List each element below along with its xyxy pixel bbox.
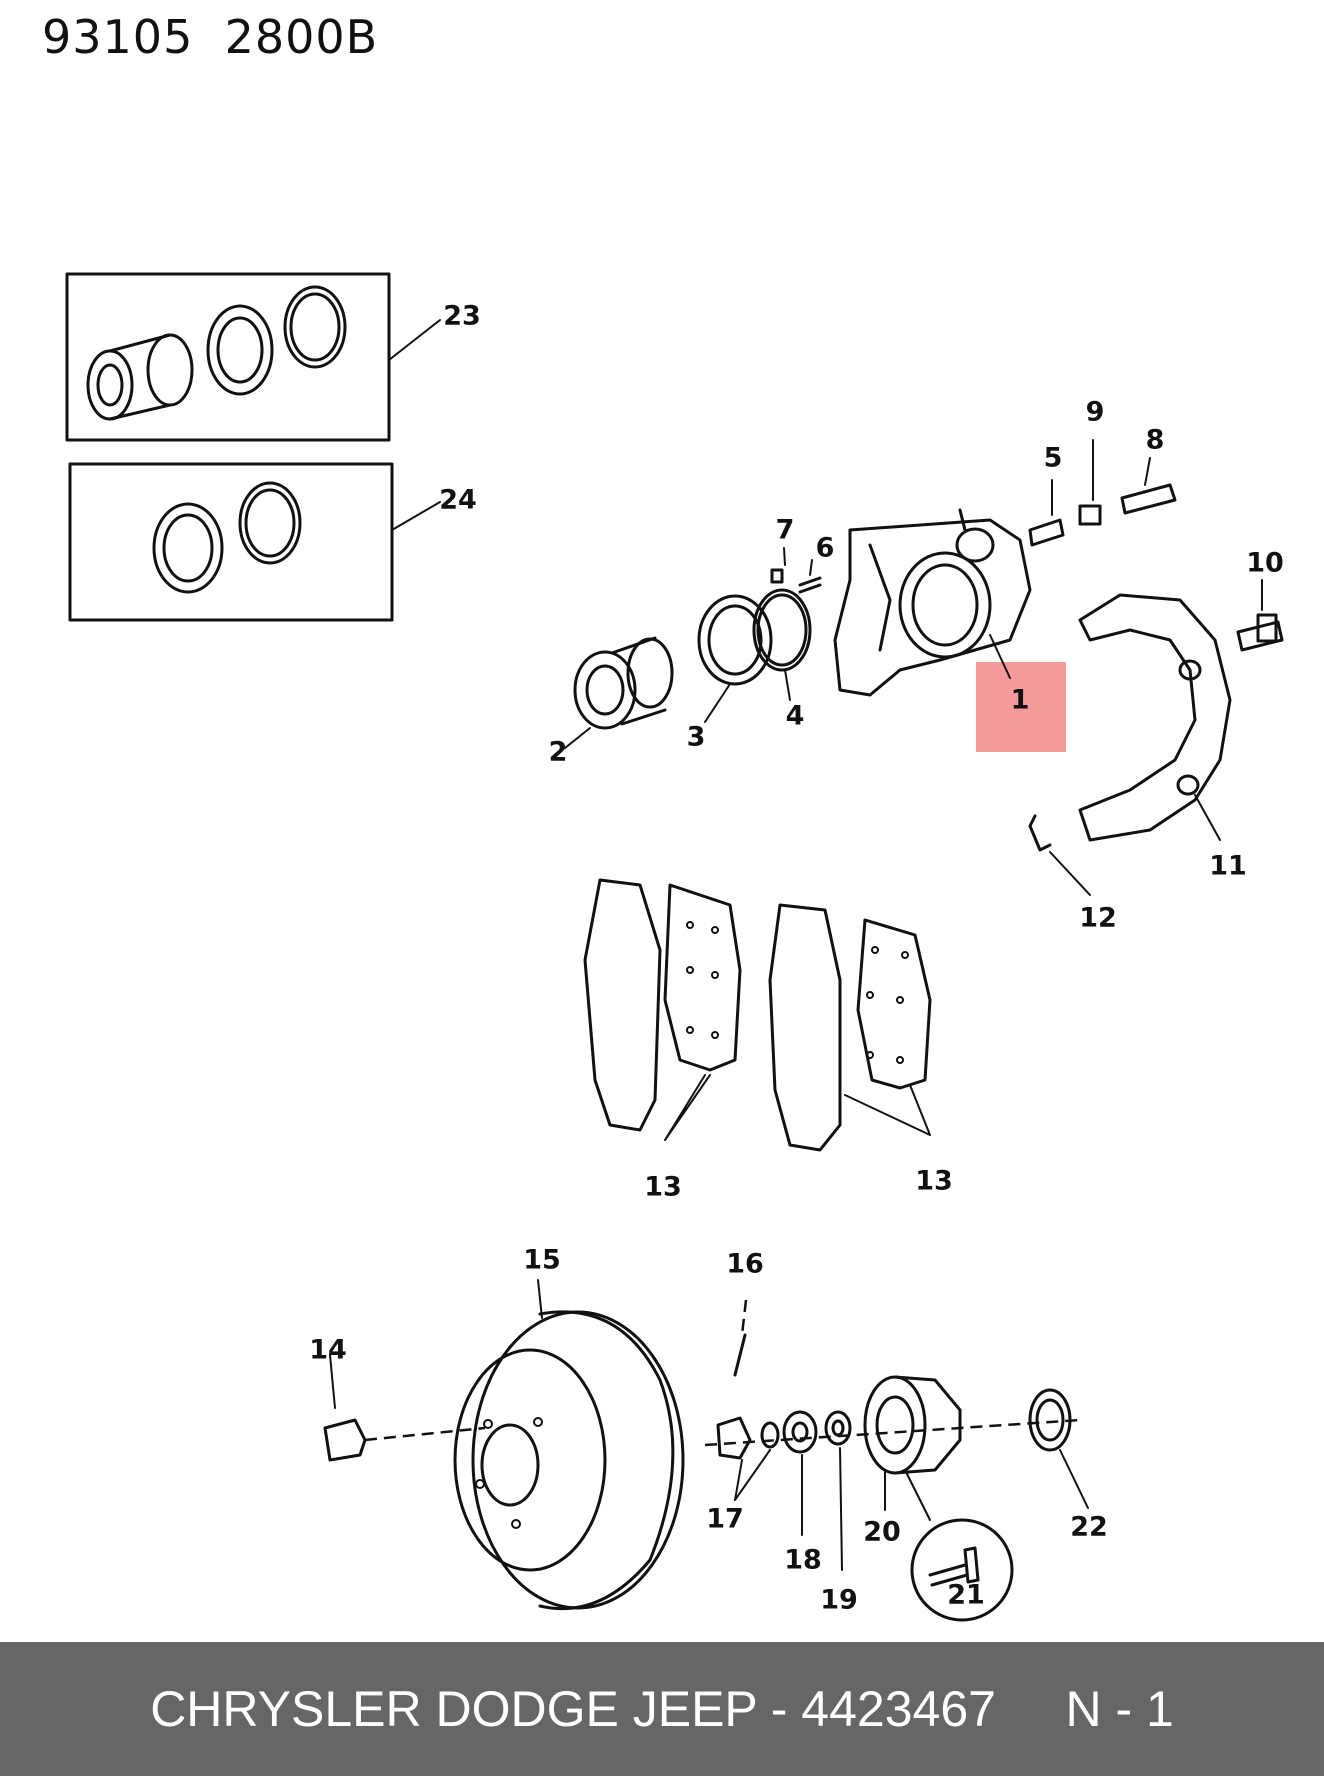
callout-2: 2 bbox=[548, 736, 568, 768]
guide-pins-5-8-9 bbox=[1028, 439, 1177, 547]
caliper-piston-2 bbox=[564, 636, 674, 749]
footer-spacer bbox=[996, 1680, 1065, 1738]
adapter-bracket-11 bbox=[1078, 593, 1232, 842]
callout-3: 3 bbox=[686, 721, 706, 753]
nut-lock-17 bbox=[704, 1416, 1081, 1501]
callout-22: 22 bbox=[1070, 1511, 1108, 1543]
callout-14: 14 bbox=[309, 1334, 347, 1366]
callout-10: 10 bbox=[1246, 547, 1284, 579]
bolt-21 bbox=[904, 1469, 1014, 1622]
callout-9: 9 bbox=[1085, 396, 1105, 428]
callout-16: 16 bbox=[726, 1248, 764, 1280]
callout-21: 21 bbox=[947, 1579, 985, 1611]
callout-24: 24 bbox=[439, 484, 477, 516]
seal-kit-24 bbox=[68, 462, 441, 622]
seal-22 bbox=[1028, 1388, 1089, 1509]
footer-reference: N - 1 bbox=[1065, 1681, 1174, 1737]
callout-13-right: 13 bbox=[915, 1165, 953, 1197]
callout-1[interactable]: 1 bbox=[1010, 684, 1030, 716]
brake-pads-13-left bbox=[583, 878, 742, 1141]
callout-6: 6 bbox=[815, 532, 835, 564]
callout-20: 20 bbox=[863, 1516, 901, 1548]
hub-bearing-20 bbox=[863, 1375, 962, 1511]
callout-13-left: 13 bbox=[644, 1171, 682, 1203]
callout-15: 15 bbox=[523, 1244, 561, 1276]
callout-11: 11 bbox=[1209, 850, 1247, 882]
washer-19 bbox=[824, 1410, 852, 1571]
callout-18: 18 bbox=[784, 1544, 822, 1576]
footer-bar: CHRYSLER DODGE JEEP - 4423467 N - 1 bbox=[0, 1642, 1324, 1776]
header-code: 93105 2800B bbox=[42, 10, 379, 64]
callout-23: 23 bbox=[443, 300, 481, 332]
rotor-15 bbox=[453, 1279, 685, 1611]
footer-part-number: CHRYSLER DODGE JEEP - 4423467 bbox=[150, 1681, 996, 1737]
bolt-10 bbox=[1236, 579, 1284, 652]
caliper-housing-1 bbox=[833, 508, 1032, 697]
callout-12: 12 bbox=[1079, 902, 1117, 934]
highlighted-part-marker[interactable] bbox=[976, 662, 1066, 752]
cotter-pin-16 bbox=[733, 1299, 748, 1377]
callout-5: 5 bbox=[1043, 442, 1063, 474]
piston-seal-3 bbox=[697, 594, 773, 723]
callout-4: 4 bbox=[785, 700, 805, 732]
callout-7: 7 bbox=[775, 514, 795, 546]
callout-17: 17 bbox=[706, 1503, 744, 1535]
bleeder-6-7 bbox=[770, 547, 822, 594]
callout-19: 19 bbox=[820, 1584, 858, 1616]
boot-4 bbox=[752, 588, 812, 701]
brake-assembly-diagram bbox=[65, 272, 1284, 1622]
clip-12 bbox=[1028, 814, 1091, 896]
nut-18 bbox=[782, 1410, 818, 1536]
brake-pads-13-right bbox=[768, 903, 932, 1152]
callout-8: 8 bbox=[1145, 424, 1165, 456]
seal-kit-23 bbox=[65, 272, 441, 442]
lug-nut-14 bbox=[323, 1354, 486, 1462]
